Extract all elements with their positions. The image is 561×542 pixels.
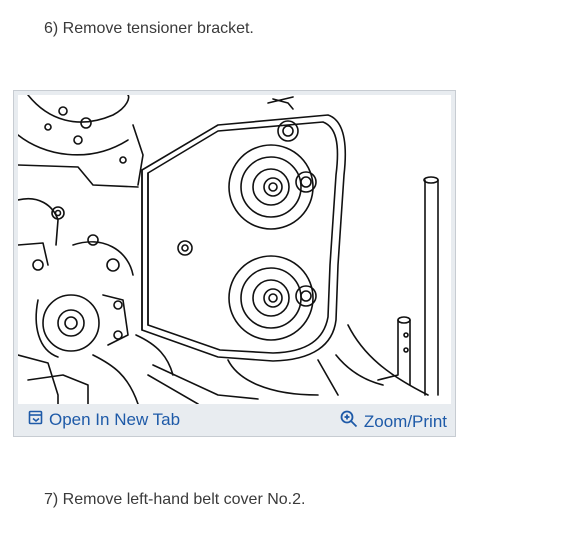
open-in-new-tab-link[interactable]: Open In New Tab [28,410,180,430]
step-7-text: 7) Remove left-hand belt cover No.2. [44,491,306,508]
magnifier-plus-icon [340,410,358,433]
zoom-print-label: Zoom/Print [363,411,447,431]
open-new-tab-icon [28,410,43,430]
zoom-print-link[interactable]: Zoom/Print [340,410,447,433]
figure-card: Open In New Tab Zoom/Print [13,90,456,437]
open-in-new-tab-label: Open In New Tab [49,410,181,429]
engine-diagram-image[interactable] [18,95,451,404]
step-6-text: 6) Remove tensioner bracket. [44,20,254,37]
figure-action-bar: Open In New Tab Zoom/Print [14,404,455,437]
